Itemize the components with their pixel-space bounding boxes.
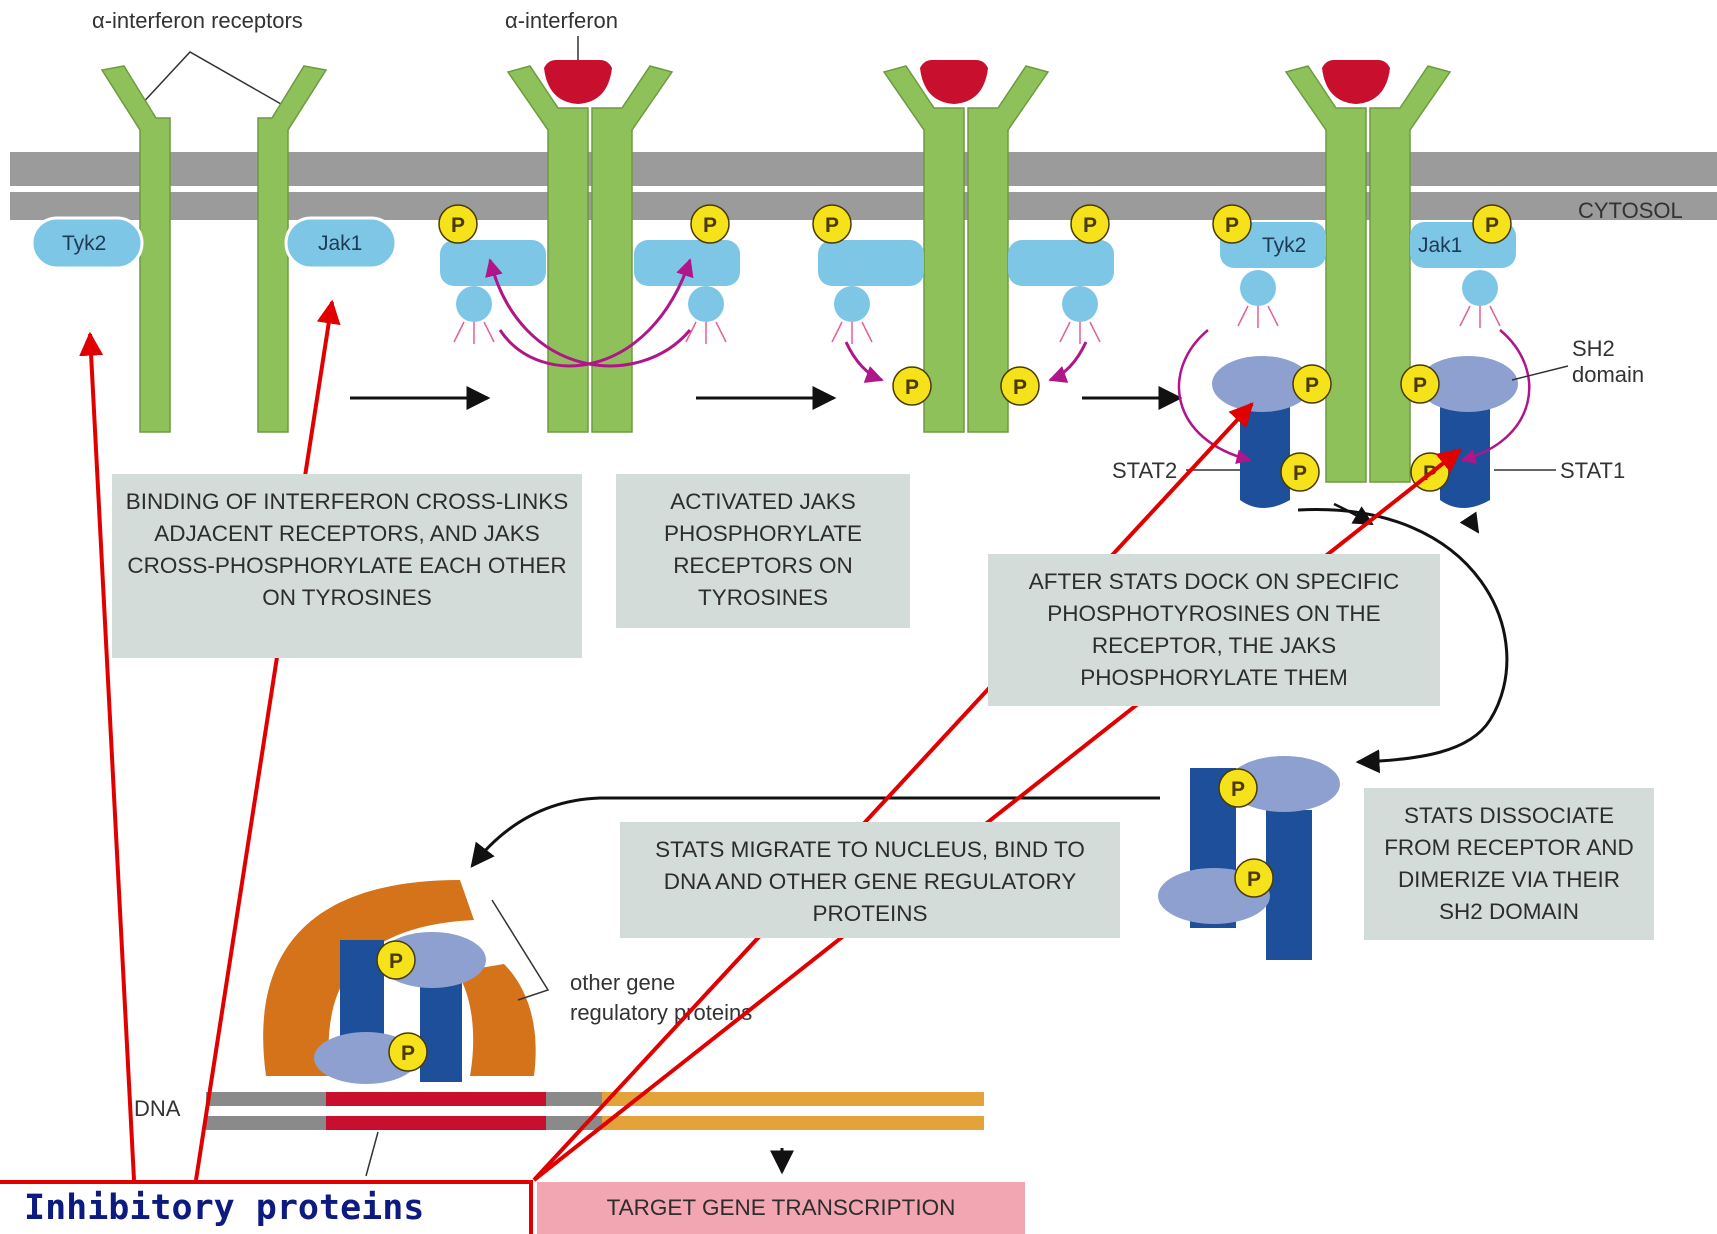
dna-strand xyxy=(206,1092,984,1130)
svg-text:P: P xyxy=(703,214,717,237)
inhibitory-proteins-label: Inhibitory proteins xyxy=(24,1188,425,1228)
stat-tyk2-label: Tyk2 xyxy=(1262,234,1306,257)
inhibitory-annotation-box xyxy=(0,1180,533,1234)
tyk2-label: Tyk2 xyxy=(62,232,106,255)
caption-step4: STATs DISSOCIATE FROM RECEPTOR AND DIMER… xyxy=(1364,788,1654,940)
stage2-kinase-left xyxy=(440,240,546,344)
sh2-pointer xyxy=(1511,365,1569,381)
inhibit-stat2-arrow xyxy=(532,402,1254,1182)
stat-jak1-label: Jak1 xyxy=(1418,234,1462,257)
caption-step2: ACTIVATED Jaks PHOSPHORYLATE RECEPTORS O… xyxy=(616,474,910,628)
caption-step3: AFTER STATs DOCK ON SPECIFIC PHOSPHOTYRO… xyxy=(988,554,1440,706)
stage2-phospho-right: P xyxy=(690,204,730,244)
stage4-stat2: P P xyxy=(1212,356,1332,508)
cell-membrane xyxy=(10,152,1717,220)
interferon-label: α-interferon xyxy=(505,8,618,33)
stat-dimer: P P xyxy=(1158,756,1340,960)
other-proteins-label-2: regulatory proteins xyxy=(570,1000,752,1025)
svg-text:P: P xyxy=(905,376,919,399)
stage3-complex xyxy=(882,60,1050,433)
stage4-complex xyxy=(1284,60,1452,483)
inhibit-tyk2-arrow xyxy=(79,331,136,1181)
stage2-phospho-left: P xyxy=(438,204,478,244)
receptor-right xyxy=(257,65,328,433)
jak1-label: Jak1 xyxy=(318,232,362,255)
other-proteins-label-1: other gene xyxy=(570,970,675,995)
caption-step1: BINDING OF INTERFERON CROSS-LINKS ADJACE… xyxy=(112,474,582,658)
inhibit-jak1-arrow xyxy=(194,299,341,1181)
svg-text:P: P xyxy=(1485,214,1499,237)
stage3-kinase-right: P xyxy=(1008,204,1114,344)
stage2-cross-arrows xyxy=(485,258,694,368)
stage3-receptor-phospho: P P xyxy=(844,341,1088,406)
svg-text:P: P xyxy=(1247,868,1261,891)
stage4-magenta-loops xyxy=(1177,329,1531,464)
svg-text:P: P xyxy=(451,214,465,237)
stage1-jak1: Jak1 xyxy=(284,216,398,270)
receptor-left xyxy=(100,65,171,433)
svg-text:P: P xyxy=(1305,374,1319,397)
receptors-pointer-lines xyxy=(137,51,289,109)
dna-label: DNA xyxy=(134,1096,181,1121)
stage4-jak1: Jak1 P xyxy=(1410,204,1516,328)
caption-step5: STATs MIGRATE TO NUCLEUS, BIND TO DNA AN… xyxy=(620,822,1120,938)
migrate-arrow xyxy=(470,796,1160,868)
sh2-label-1: SH2 xyxy=(1572,336,1615,361)
svg-text:P: P xyxy=(1231,778,1245,801)
svg-text:P: P xyxy=(1293,462,1307,485)
svg-text:P: P xyxy=(1225,214,1239,237)
stage1-tyk2: Tyk2 xyxy=(30,216,144,270)
svg-text:P: P xyxy=(1013,376,1027,399)
other-proteins-pointer xyxy=(491,899,550,1001)
stage2-complex xyxy=(506,60,674,433)
svg-text:P: P xyxy=(1413,374,1427,397)
stat1-label: STAT1 xyxy=(1560,458,1625,483)
regulatory-site-pointer xyxy=(365,1131,379,1177)
nuclear-complex: P P xyxy=(263,880,536,1084)
interferon-molecule xyxy=(544,60,612,104)
svg-text:P: P xyxy=(401,1042,415,1065)
svg-text:P: P xyxy=(1083,214,1097,237)
cytosol-label: CYTOSOL xyxy=(1578,198,1683,223)
caption-target-transcription: TARGET GENE TRANSCRIPTION xyxy=(537,1182,1025,1234)
stat2-label: STAT2 xyxy=(1112,458,1177,483)
stage3-kinase-left: P xyxy=(812,204,924,344)
stage4-tyk2: Tyk2 P xyxy=(1212,204,1326,328)
sh2-label-2: domain xyxy=(1572,362,1644,387)
svg-text:P: P xyxy=(389,950,403,973)
receptors-label: α-interferon receptors xyxy=(92,8,303,33)
svg-text:P: P xyxy=(825,214,839,237)
stage1-receptors xyxy=(100,65,328,433)
